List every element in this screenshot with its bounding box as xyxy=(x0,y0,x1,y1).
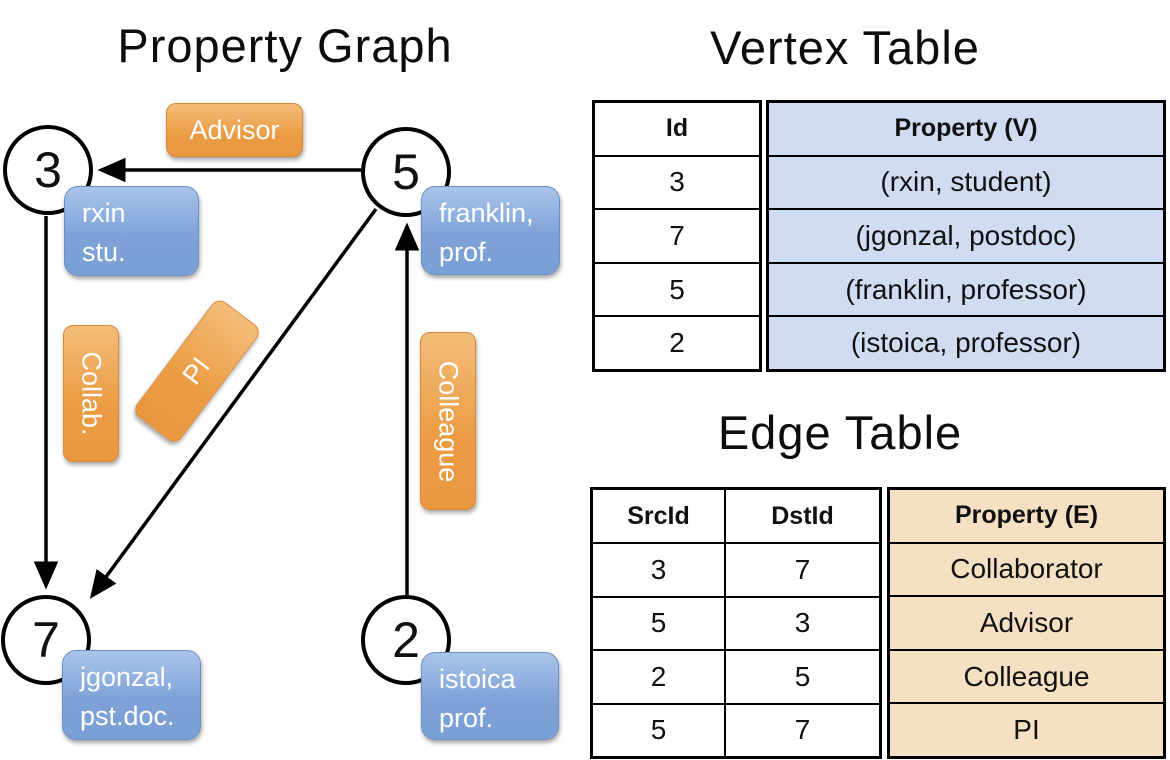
prop-line: istoica xyxy=(439,664,516,694)
table-cell: 5 xyxy=(593,702,724,757)
vertex-prop-box-franklin: franklin, prof. xyxy=(421,186,560,275)
edge-label-text: Advisor xyxy=(189,114,280,145)
table-cell: Advisor xyxy=(890,595,1163,649)
edge-line-pi-5-to-7 xyxy=(89,207,378,599)
node-circle-5: 5 xyxy=(361,127,451,217)
edge-label-text: Collab. xyxy=(76,351,107,436)
prop-line: prof. xyxy=(439,703,494,734)
vertex-table-id-column: Id 3 7 5 2 xyxy=(592,100,762,372)
node-id-label: 3 xyxy=(34,142,62,198)
table-cell: (istoica, professor) xyxy=(769,315,1163,369)
node-id-label: 7 xyxy=(32,612,60,668)
edge-label-advisor: Advisor xyxy=(166,103,303,157)
edge-label-colleague: Colleague xyxy=(420,332,476,510)
property-graph-title: Property Graph xyxy=(117,19,453,72)
table-cell: PI xyxy=(890,702,1163,756)
table-cell: (franklin, professor) xyxy=(769,261,1163,316)
vertex-prop-box-istoica: istoica prof. xyxy=(421,652,559,740)
table-cell: 5 xyxy=(724,649,879,703)
prop-line: pst.doc. xyxy=(80,701,175,732)
prop-line: jgonzal, xyxy=(80,662,174,692)
vertex-table-id-header: Id xyxy=(665,114,689,143)
prop-line: rxin xyxy=(82,198,126,228)
node-id-label: 5 xyxy=(392,144,420,200)
edge-label-text: Colleague xyxy=(433,360,464,482)
table-cell: 2 xyxy=(595,315,759,369)
vertex-table-title: Vertex Table xyxy=(710,21,980,74)
prop-line: franklin, xyxy=(439,198,534,228)
edge-table-property-header: Property (E) xyxy=(954,501,1099,530)
table-cell: 2 xyxy=(593,649,724,703)
vertex-prop-box-rxin: rxin stu. xyxy=(64,186,199,276)
table-cell: (rxin, student) xyxy=(769,154,1163,209)
node-id-label: 2 xyxy=(392,612,420,668)
edge-table-id-columns: SrcId DstId 3 7 5 3 2 5 5 7 xyxy=(590,487,882,759)
table-cell: 3 xyxy=(724,595,879,649)
table-cell: 5 xyxy=(593,595,724,650)
table-cell: 3 xyxy=(593,542,724,596)
prop-line: stu. xyxy=(82,237,126,268)
node-circle-2: 2 xyxy=(361,595,451,685)
table-cell: 5 xyxy=(595,261,759,316)
vertex-table-property-header: Property (V) xyxy=(894,114,1038,143)
vertex-prop-box-jgonzal: jgonzal, pst.doc. xyxy=(62,650,201,740)
edge-label-text: PI xyxy=(176,351,217,390)
edge-table-title: Edge Table xyxy=(717,406,963,459)
edge-table-dstid-header: DstId xyxy=(724,490,879,542)
vertex-table-property-column: Property (V) (rxin, student) (jgonzal, p… xyxy=(766,100,1166,372)
table-cell: 7 xyxy=(724,702,879,756)
table-cell: Colleague xyxy=(890,648,1163,703)
prop-line: prof. xyxy=(439,237,494,268)
graph-edges xyxy=(33,157,420,599)
table-cell: (jgonzal, postdoc) xyxy=(769,208,1163,262)
table-cell: 3 xyxy=(595,154,759,209)
edge-label-collab: Collab. xyxy=(63,325,119,462)
edge-table-property-column: Property (E) Collaborator Advisor Collea… xyxy=(887,487,1166,759)
table-cell: Collaborator xyxy=(890,541,1163,596)
edge-table-srcid-header: SrcId xyxy=(627,501,690,530)
table-cell: 7 xyxy=(724,542,879,596)
table-cell: 7 xyxy=(595,208,759,262)
